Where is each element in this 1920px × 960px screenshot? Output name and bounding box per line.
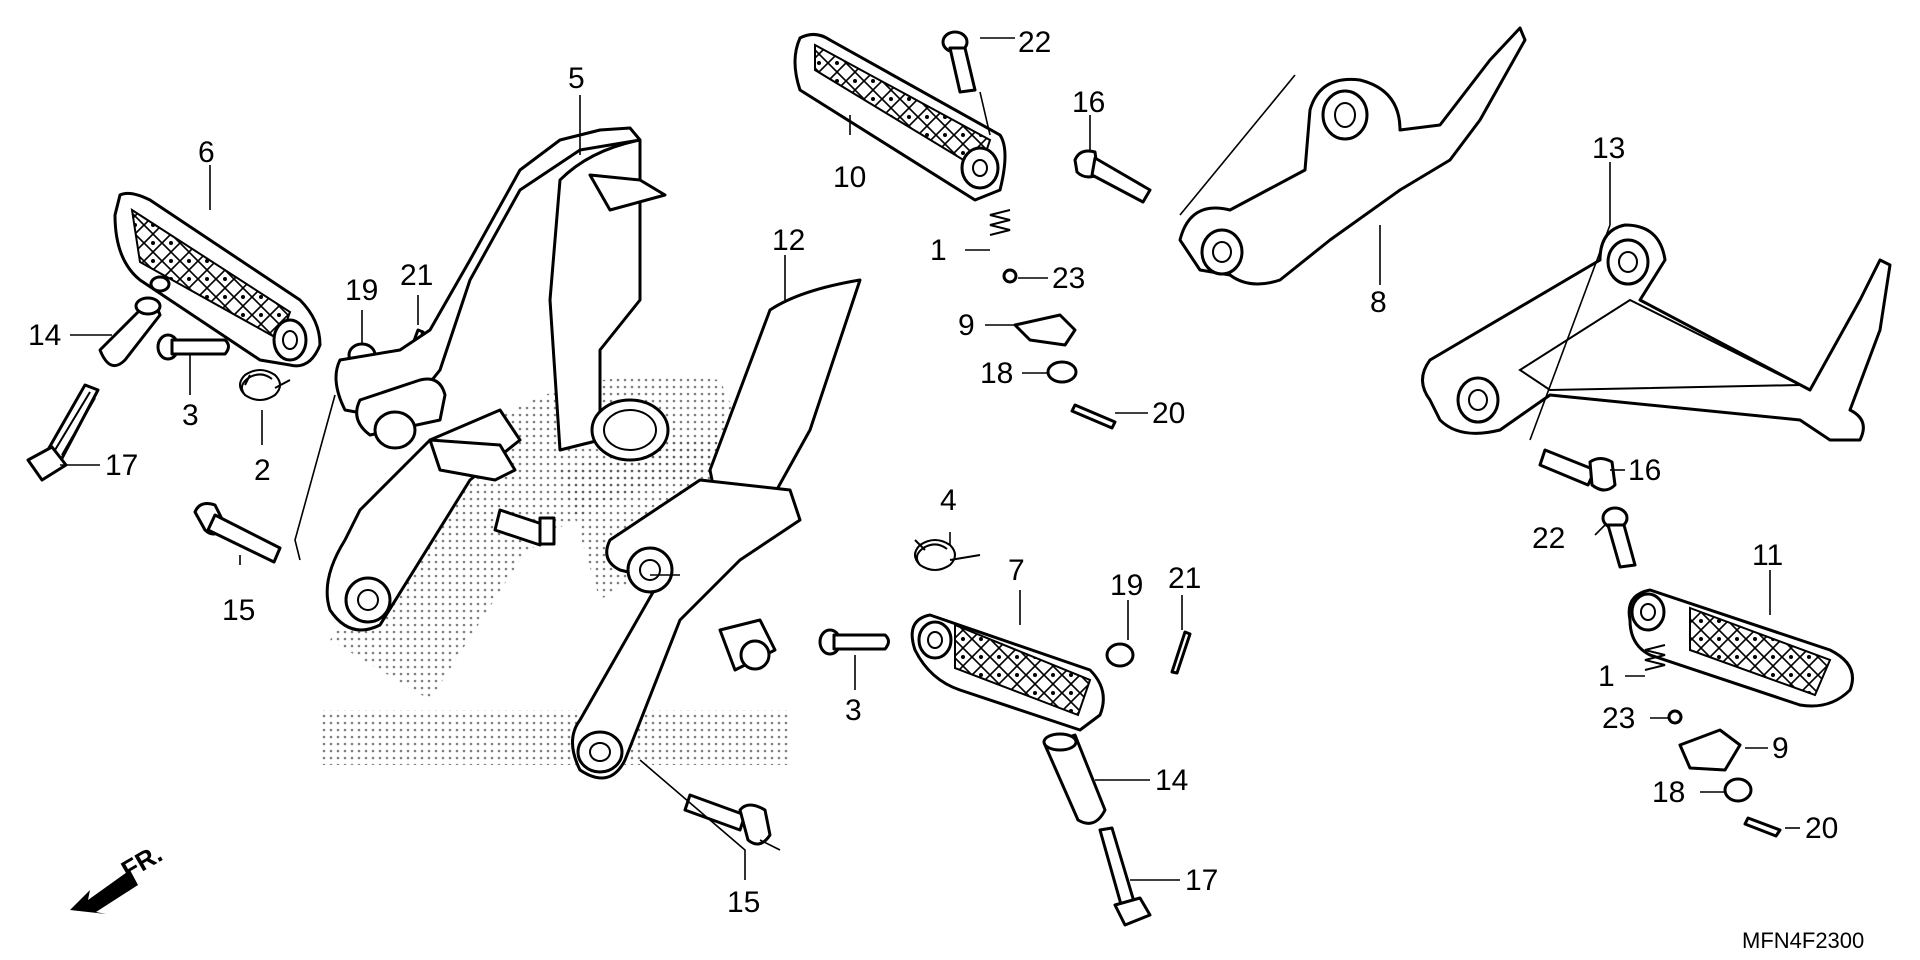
callout-18-top: 18 <box>980 357 1013 390</box>
callout-14-right: 14 <box>1155 764 1188 797</box>
footpeg-part-6 <box>113 191 322 368</box>
callout-1-right: 1 <box>1598 660 1615 693</box>
plate-part-9-top <box>1013 313 1077 347</box>
heel-guard-part-12 <box>571 278 862 780</box>
callout-14-left: 14 <box>28 319 61 352</box>
cotter-pin-part-20-top <box>1070 403 1117 430</box>
leader-lines <box>60 37 1800 881</box>
washer-part-18-right <box>1723 777 1753 803</box>
callout-12: 12 <box>772 224 805 257</box>
callout-10: 10 <box>833 161 866 194</box>
bracket-part-5 <box>325 126 670 632</box>
callout-9-top: 9 <box>958 309 975 342</box>
bolt-part-17-right <box>1098 826 1152 927</box>
callout-18-right: 18 <box>1652 776 1685 809</box>
callout-3-left: 3 <box>182 399 199 432</box>
callout-11: 11 <box>1752 539 1783 572</box>
front-direction-arrow-icon <box>70 870 138 914</box>
collar-part-14-right <box>1042 732 1107 825</box>
footpeg-part-7 <box>910 613 1105 732</box>
cotter-pin-part-21-right <box>1170 630 1192 675</box>
bolt-part-15-right <box>683 793 772 846</box>
ball-part-23-top <box>1002 268 1018 284</box>
footpeg-part-11 <box>1627 588 1854 708</box>
callout-20-right: 20 <box>1805 812 1838 845</box>
spring-part-4 <box>914 539 981 571</box>
callout-21-right: 21 <box>1168 562 1201 595</box>
bolt-part-16-right <box>1538 448 1617 492</box>
callout-23-right: 23 <box>1602 702 1635 735</box>
pin-part-22-top <box>941 30 977 94</box>
bolt-part-16-top <box>1073 149 1152 204</box>
callout-8: 8 <box>1370 286 1387 319</box>
callout-22-top: 22 <box>1018 26 1051 59</box>
callout-9-right: 9 <box>1772 732 1789 765</box>
callout-16-top: 16 <box>1072 86 1105 119</box>
callout-15-right: 15 <box>727 886 760 919</box>
callout-15-left: 15 <box>222 594 255 627</box>
callout-23-top: 23 <box>1052 262 1085 295</box>
bracket-part-8 <box>1178 26 1527 286</box>
callout-5: 5 <box>568 62 585 95</box>
cotter-pin-part-20-right <box>1743 816 1782 838</box>
callout-1-top: 1 <box>930 234 947 267</box>
ball-part-23-right <box>1667 709 1683 725</box>
washer-part-19-right <box>1105 642 1135 668</box>
callout-19-right: 19 <box>1110 569 1143 602</box>
pin-part-3-left <box>156 333 230 361</box>
callout-13: 13 <box>1592 132 1625 165</box>
callout-17-right: 17 <box>1185 864 1218 897</box>
pin-part-22-right <box>1601 506 1637 569</box>
callout-22-right: 22 <box>1532 522 1565 555</box>
spring-part-1-top <box>989 209 1011 236</box>
spring-part-1-right <box>1644 644 1666 671</box>
washer-part-18-top <box>1046 360 1078 384</box>
callout-21-left: 21 <box>400 259 433 292</box>
callout-labels: 6 14 3 2 17 19 21 5 15 12 10 22 1 23 9 1… <box>28 26 1838 919</box>
callout-6: 6 <box>198 136 215 169</box>
callout-3-right: 3 <box>845 694 862 727</box>
callout-7: 7 <box>1008 554 1025 587</box>
callout-2: 2 <box>254 454 271 487</box>
diagram-code: MFN4F2300 <box>1742 928 1864 953</box>
bolt-part-17-left <box>26 383 100 482</box>
callout-19-left: 19 <box>345 274 378 307</box>
bolt-part-15-left <box>193 502 282 564</box>
callout-17-left: 17 <box>105 449 138 482</box>
callout-20-top: 20 <box>1152 397 1185 430</box>
callout-16-right: 16 <box>1628 454 1661 487</box>
collar-part-14-left <box>98 296 162 368</box>
pin-part-3-right <box>818 628 890 656</box>
footpeg-part-10 <box>793 33 1007 202</box>
spring-part-2 <box>239 369 291 401</box>
callout-4: 4 <box>940 484 957 517</box>
bracket-part-13 <box>1421 223 1892 442</box>
plate-part-9-right <box>1678 728 1742 772</box>
